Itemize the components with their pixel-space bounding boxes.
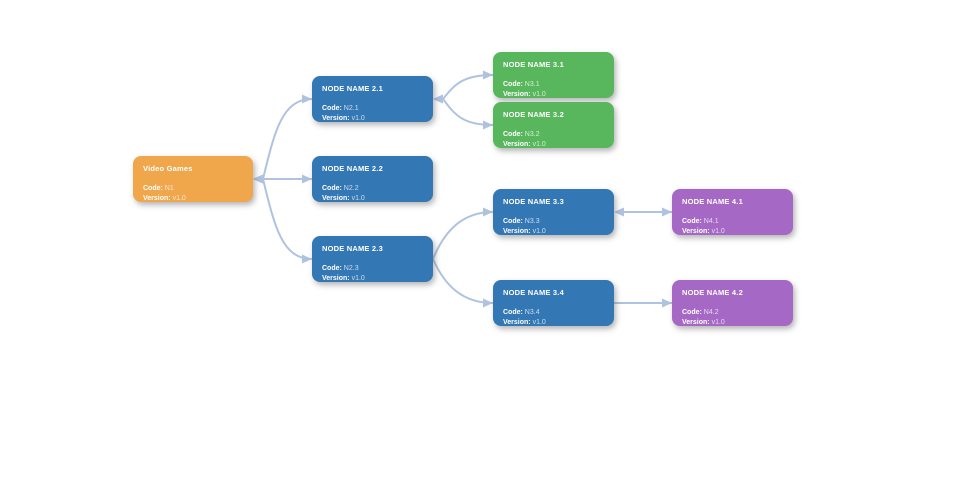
edge-arrowhead-source-n21 bbox=[433, 94, 443, 104]
node-code-line: Code: N4.2 bbox=[682, 308, 783, 318]
tree-node-n41[interactable]: NODE NAME 4.1 Code: N4.1 Version: v1.0 bbox=[672, 189, 793, 235]
node-version-label: Version: bbox=[503, 140, 531, 148]
node-version-line: Version: v1.0 bbox=[503, 140, 604, 150]
node-version-line: Version: v1.0 bbox=[503, 90, 604, 100]
node-title: NODE NAME 4.2 bbox=[682, 288, 743, 297]
edge-arrowhead-source-n1 bbox=[253, 174, 263, 184]
edge-n23-n33 bbox=[432, 207, 494, 260]
node-version-label: Version: bbox=[322, 274, 350, 282]
node-code-value: N2.3 bbox=[343, 265, 359, 272]
tree-node-n33[interactable]: NODE NAME 3.3 Code: N3.3 Version: v1.0 bbox=[493, 189, 614, 235]
edge-n1-n23 bbox=[262, 178, 313, 264]
node-code-value: N4.1 bbox=[703, 218, 719, 225]
node-title: Video Games bbox=[143, 164, 193, 173]
node-code-label: Code: bbox=[503, 81, 523, 88]
node-version-value: v1.0 bbox=[532, 140, 546, 148]
tree-node-n23[interactable]: NODE NAME 2.3 Code: N2.3 Version: v1.0 bbox=[312, 236, 433, 282]
node-title: NODE NAME 2.3 bbox=[322, 244, 383, 253]
node-code-label: Code: bbox=[503, 131, 523, 138]
tree-node-n42[interactable]: NODE NAME 4.2 Code: N4.2 Version: v1.0 bbox=[672, 280, 793, 326]
edge-arrowhead-source-n21 bbox=[433, 94, 443, 104]
edge-arrowhead-source-n33 bbox=[614, 207, 624, 217]
node-title: NODE NAME 3.3 bbox=[503, 197, 564, 206]
node-version-label: Version: bbox=[503, 227, 531, 235]
node-title: NODE NAME 3.2 bbox=[503, 110, 564, 119]
node-version-value: v1.0 bbox=[351, 274, 365, 282]
node-version-value: v1.0 bbox=[532, 227, 546, 235]
node-version-label: Version: bbox=[143, 194, 171, 202]
node-code-value: N1 bbox=[164, 185, 174, 192]
edge-n1-n21 bbox=[262, 94, 313, 180]
node-version-line: Version: v1.0 bbox=[682, 318, 783, 328]
node-title: NODE NAME 2.1 bbox=[322, 84, 383, 93]
node-version-line: Version: v1.0 bbox=[503, 227, 604, 237]
tree-node-n31[interactable]: NODE NAME 3.1 Code: N3.1 Version: v1.0 bbox=[493, 52, 614, 98]
node-version-value: v1.0 bbox=[711, 318, 725, 326]
tree-node-n34[interactable]: NODE NAME 3.4 Code: N3.4 Version: v1.0 bbox=[493, 280, 614, 326]
node-code-value: N3.3 bbox=[524, 218, 540, 225]
node-code-label: Code: bbox=[322, 185, 342, 192]
node-version-value: v1.0 bbox=[172, 194, 186, 202]
node-code-line: Code: N3.2 bbox=[503, 130, 604, 140]
node-version-line: Version: v1.0 bbox=[682, 227, 783, 237]
node-version-line: Version: v1.0 bbox=[322, 194, 423, 204]
node-code-line: Code: N3.3 bbox=[503, 217, 604, 227]
node-code-label: Code: bbox=[503, 309, 523, 316]
node-code-label: Code: bbox=[322, 105, 342, 112]
edge-n21-n31 bbox=[442, 70, 494, 100]
node-code-label: Code: bbox=[682, 309, 702, 316]
edge-arrowhead-source-n1 bbox=[253, 174, 263, 184]
node-title: NODE NAME 3.4 bbox=[503, 288, 564, 297]
node-code-value: N2.2 bbox=[343, 185, 359, 192]
node-code-line: Code: N2.3 bbox=[322, 264, 423, 274]
node-title: NODE NAME 2.2 bbox=[322, 164, 383, 173]
tree-node-n1[interactable]: Video Games Code: N1 Version: v1.0 bbox=[133, 156, 253, 202]
node-code-label: Code: bbox=[503, 218, 523, 225]
node-version-line: Version: v1.0 bbox=[322, 114, 423, 124]
tree-node-n21[interactable]: NODE NAME 2.1 Code: N2.1 Version: v1.0 bbox=[312, 76, 433, 122]
node-version-line: Version: v1.0 bbox=[143, 194, 243, 204]
node-code-line: Code: N1 bbox=[143, 184, 243, 194]
node-version-label: Version: bbox=[322, 194, 350, 202]
node-code-line: Code: N3.1 bbox=[503, 80, 604, 90]
tree-node-n22[interactable]: NODE NAME 2.2 Code: N2.2 Version: v1.0 bbox=[312, 156, 433, 202]
node-code-line: Code: N4.1 bbox=[682, 217, 783, 227]
node-code-label: Code: bbox=[322, 265, 342, 272]
node-version-line: Version: v1.0 bbox=[322, 274, 423, 284]
node-code-line: Code: N2.1 bbox=[322, 104, 423, 114]
node-version-label: Version: bbox=[682, 227, 710, 235]
node-code-line: Code: N3.4 bbox=[503, 308, 604, 318]
tree-node-n32[interactable]: NODE NAME 3.2 Code: N3.2 Version: v1.0 bbox=[493, 102, 614, 148]
node-version-value: v1.0 bbox=[532, 90, 546, 98]
edge-arrowhead-source-n1 bbox=[253, 174, 263, 184]
node-code-value: N4.2 bbox=[703, 309, 719, 316]
node-version-label: Version: bbox=[503, 90, 531, 98]
node-code-line: Code: N2.2 bbox=[322, 184, 423, 194]
edge-n21-n32 bbox=[442, 98, 494, 130]
node-code-value: N3.2 bbox=[524, 131, 540, 138]
node-code-label: Code: bbox=[143, 185, 163, 192]
node-version-value: v1.0 bbox=[711, 227, 725, 235]
node-title: NODE NAME 3.1 bbox=[503, 60, 564, 69]
node-version-value: v1.0 bbox=[351, 194, 365, 202]
node-version-label: Version: bbox=[682, 318, 710, 326]
node-title: NODE NAME 4.1 bbox=[682, 197, 743, 206]
node-version-value: v1.0 bbox=[351, 114, 365, 122]
node-version-label: Version: bbox=[503, 318, 531, 326]
node-code-value: N2.1 bbox=[343, 105, 359, 112]
edge-n23-n34 bbox=[432, 258, 494, 308]
node-code-value: N3.4 bbox=[524, 309, 540, 316]
node-version-value: v1.0 bbox=[532, 318, 546, 326]
node-code-label: Code: bbox=[682, 218, 702, 225]
node-version-line: Version: v1.0 bbox=[503, 318, 604, 328]
node-code-value: N3.1 bbox=[524, 81, 540, 88]
node-version-label: Version: bbox=[322, 114, 350, 122]
